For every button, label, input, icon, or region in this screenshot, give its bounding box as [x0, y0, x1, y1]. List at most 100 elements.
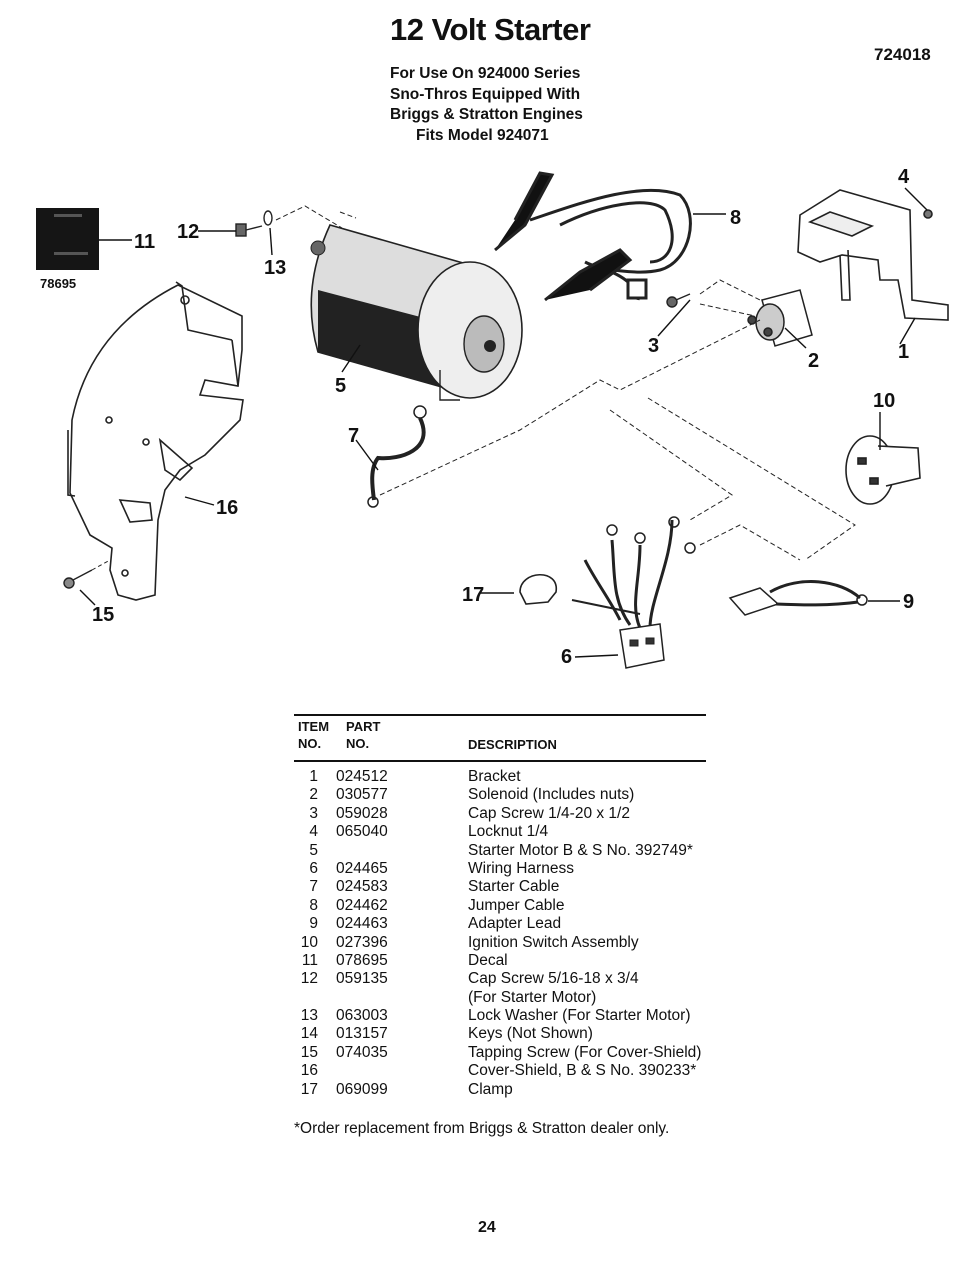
part-number: 078695	[336, 951, 388, 969]
callout-12: 12	[177, 221, 199, 243]
callout-3: 3	[648, 335, 659, 357]
item-number: 12	[300, 970, 318, 988]
callout-5: 5	[335, 375, 346, 397]
part-description: Solenoid (Includes nuts)	[468, 786, 635, 804]
part-description: Locknut 1/4	[468, 823, 549, 841]
part-number: 069099	[336, 1080, 388, 1098]
wiring-harness-drawing	[571, 516, 696, 669]
footnote: *Order replacement from Briggs & Stratto…	[294, 1120, 670, 1137]
part-description: Tapping Screw (For Cover-Shield)	[468, 1043, 702, 1061]
cover-shield-drawing	[67, 281, 244, 601]
subtitle-line: For Use On 924000 Series	[390, 65, 581, 82]
ignition-switch-drawing	[845, 435, 921, 505]
exploded-parts-diagram: 78695	[36, 166, 949, 669]
table-top-rule	[294, 714, 706, 716]
callout-11: 11	[134, 231, 155, 253]
callout-4: 4	[898, 166, 910, 188]
table-row: 16 Cover-Shield, B & S No. 390233*	[294, 1062, 706, 1080]
item-number: 2	[309, 786, 318, 804]
decal-part-number: 78695	[40, 276, 76, 291]
part-number: 074035	[336, 1043, 388, 1061]
item-number: 11	[301, 951, 318, 969]
header-description: DESCRIPTION	[468, 737, 557, 752]
item-number: 7	[309, 878, 318, 896]
callout-2: 2	[808, 350, 819, 372]
adapter-lead-drawing	[728, 580, 868, 616]
decal-image	[36, 208, 99, 270]
part-number: 024462	[336, 896, 388, 914]
table-row: 11 078695 Decal	[294, 952, 706, 970]
subtitle-line: Fits Model 924071	[416, 126, 549, 144]
callout-6: 6	[561, 646, 572, 668]
part-number: 024465	[336, 859, 388, 877]
solenoid-screw-drawing	[666, 293, 691, 308]
subtitle-line: Briggs & Stratton Engines	[390, 106, 583, 123]
part-description: Cap Screw 5/16-18 x 3/4	[468, 970, 639, 988]
part-number: 024512	[336, 768, 388, 785]
part-description: Jumper Cable	[468, 896, 565, 914]
callout-1: 1	[898, 341, 909, 363]
part-description: Clamp	[468, 1080, 513, 1098]
part-number: 024583	[336, 878, 388, 896]
part-number: 027396	[336, 933, 388, 951]
part-description: Starter Cable	[468, 878, 560, 896]
page-title: 12 Volt Starter	[390, 12, 591, 47]
part-description: Cover-Shield, B & S No. 390233*	[468, 1062, 697, 1080]
item-number: 3	[309, 804, 318, 822]
part-number: 059135	[336, 970, 388, 988]
item-number: 6	[309, 859, 318, 877]
part-description: Decal	[468, 951, 508, 969]
callout-13: 13	[264, 257, 286, 279]
jumper-cable-drawing	[494, 171, 692, 302]
header-item-no: ITEM NO.	[298, 719, 330, 751]
item-number: 9	[309, 915, 318, 933]
callout-10: 10	[873, 390, 895, 412]
part-number: 013157	[336, 1025, 388, 1043]
document-number: 724018	[874, 45, 931, 64]
callout-16: 16	[216, 497, 238, 519]
part-description: Cap Screw 1/4-20 x 1/2	[468, 804, 630, 822]
table-row: 7 024583 Starter Cable	[294, 878, 706, 896]
table-row: 12 059135 Cap Screw 5/16-18 x 3/4	[294, 970, 706, 988]
table-row: 2 030577 Solenoid (Includes nuts)	[294, 786, 706, 804]
clamp-drawing	[519, 573, 557, 605]
item-number: 16	[300, 1062, 318, 1080]
bracket-drawing	[797, 189, 949, 321]
callout-15: 15	[92, 604, 114, 626]
table-header: ITEM NO. PART NO. DESCRIPTION	[294, 716, 706, 756]
header-part-no: PART NO.	[346, 719, 381, 751]
part-description: Keys (Not Shown)	[468, 1025, 593, 1043]
item-number: 8	[309, 896, 318, 914]
part-description: Wiring Harness	[468, 859, 574, 877]
item-number: 13	[300, 1007, 318, 1025]
part-number: 030577	[336, 786, 388, 804]
solenoid-drawing	[747, 289, 813, 347]
subtitle-line: Sno-Thros Equipped With	[390, 85, 581, 103]
callout-7: 7	[348, 425, 359, 447]
callout-17: 17	[462, 584, 484, 606]
cap-screw-drawing	[235, 210, 273, 237]
part-description: (For Starter Motor)	[468, 988, 597, 1006]
callout-9: 9	[903, 591, 914, 613]
part-number: 059028	[336, 804, 388, 822]
part-description: Ignition Switch Assembly	[468, 933, 639, 951]
page-number: 24	[478, 1219, 496, 1236]
table-row: 8 024462 Jumper Cable	[294, 897, 706, 915]
item-number: 1	[309, 768, 318, 785]
item-number: 5	[309, 841, 318, 859]
table-header-rule	[294, 760, 706, 762]
table-row: 3 059028 Cap Screw 1/4-20 x 1/2	[294, 805, 706, 823]
table-row: (For Starter Motor)	[294, 989, 706, 1007]
item-number: 4	[309, 823, 318, 841]
table-row: 6 024465 Wiring Harness	[294, 860, 706, 878]
